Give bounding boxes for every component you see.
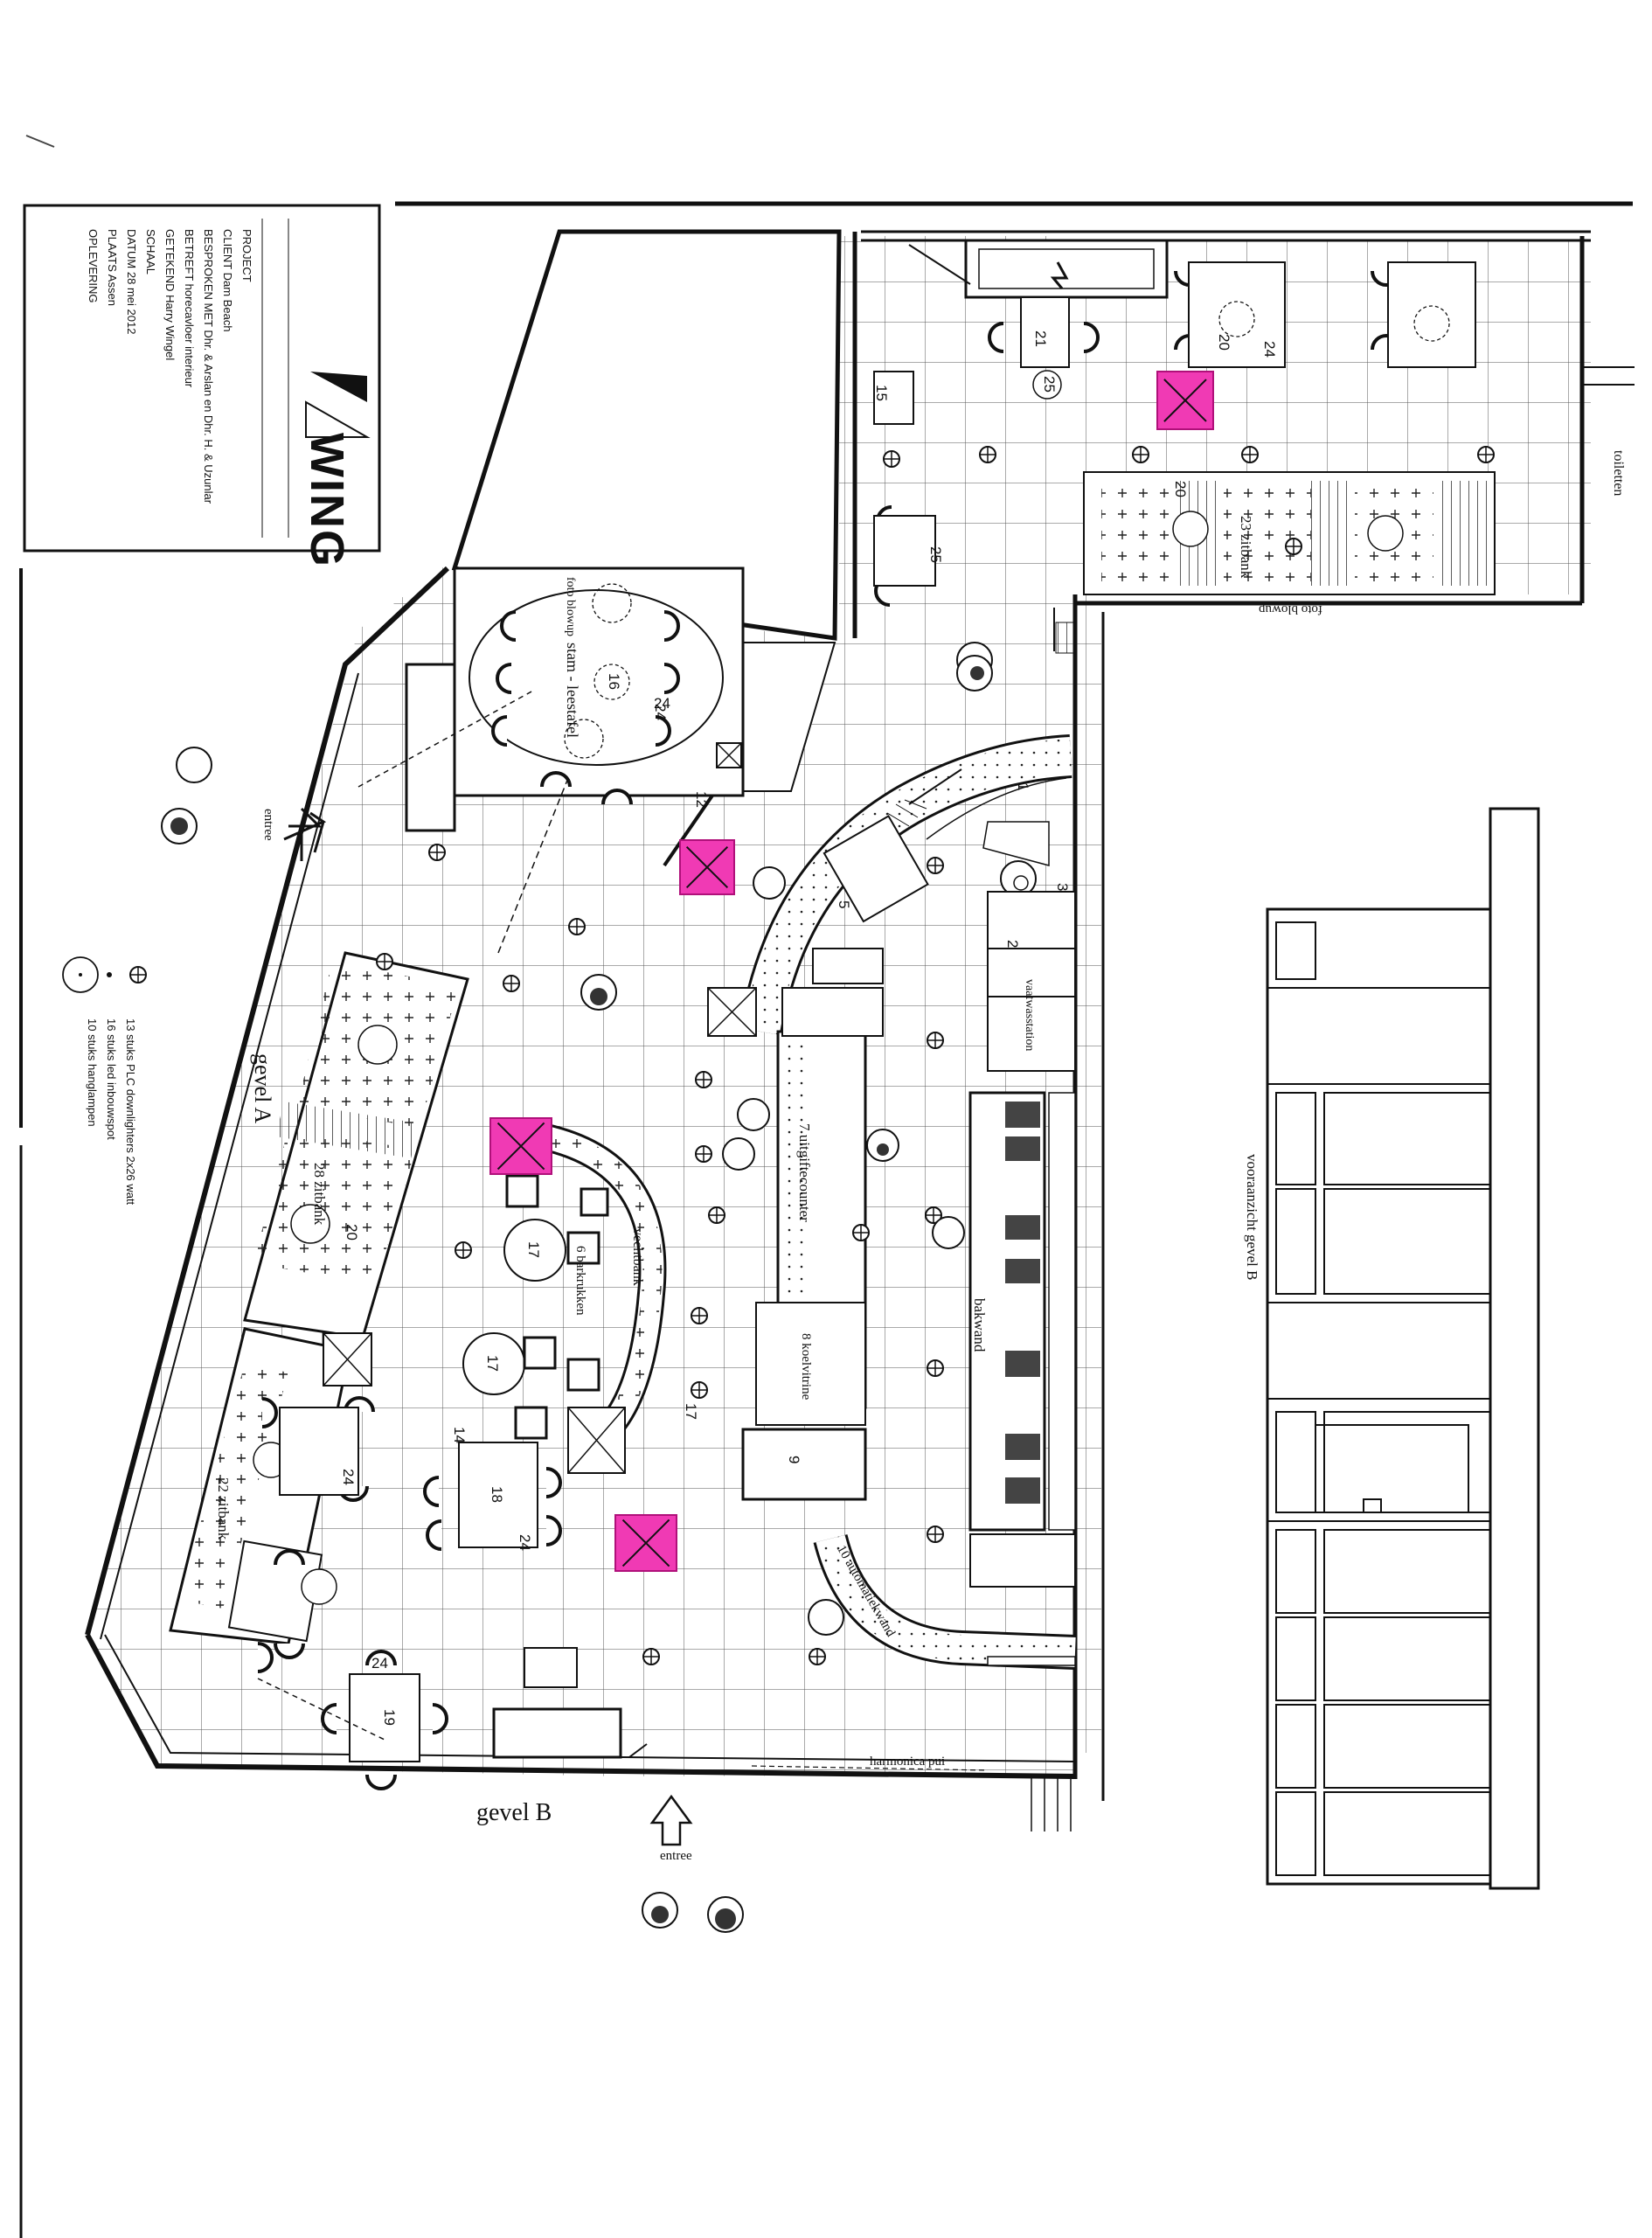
wall-bottom-inner <box>104 1634 1074 1762</box>
num-24f: 24 <box>371 1655 388 1672</box>
num-2: 2 <box>1004 940 1021 949</box>
num-15: 15 <box>873 385 890 401</box>
num-9: 9 <box>786 1456 802 1464</box>
label-zitbank-28: 28 zitbank <box>311 1163 328 1226</box>
label-stam-leestafel: stam - leestafel <box>564 643 581 738</box>
num-12: 12 <box>693 791 710 808</box>
label-entree-bottom: entree <box>660 1849 692 1863</box>
legend-item-downlighters: 13 stuks PLC downlighters 2x26 watt <box>124 1018 137 1206</box>
num-25b: 25 <box>927 546 944 563</box>
tb-oplevering: OPLEVERING <box>87 229 100 303</box>
num-1: 1 <box>1015 782 1031 791</box>
label-vooraanzicht: vooraanzicht gevel B <box>1244 1154 1260 1281</box>
entree-arrow-top <box>283 811 327 853</box>
num-24c: 24 <box>654 695 670 712</box>
num-16: 16 <box>606 673 622 690</box>
tb-betreft: BETREFT horecavloer interieur <box>183 229 196 388</box>
num-3: 3 <box>1054 883 1071 892</box>
elevation-gevel-b <box>1266 807 1540 1890</box>
num-20c: 20 <box>344 1224 360 1241</box>
tb-schaal: SCHAAL <box>144 229 157 275</box>
pink-marker-4 <box>614 1514 677 1572</box>
legend-item-hanglampen: 10 stuks hanglampen <box>86 1018 99 1127</box>
num-24e: 24 <box>517 1534 533 1551</box>
label-vaatwasstation: vaatwasstation <box>1023 979 1036 1052</box>
tb-besproken: BESPROKEN MET Dhr. & Arslan en Dhr. H. &… <box>202 229 215 504</box>
pink-marker-3 <box>489 1117 552 1175</box>
num-14: 14 <box>451 1427 468 1443</box>
label-foto-blowup-1: foto blowup <box>564 577 577 637</box>
pink-marker-1 <box>1156 371 1214 430</box>
label-barkrukken: 6 barkrukken <box>573 1246 587 1316</box>
num-19: 19 <box>381 1709 398 1726</box>
label-gevel-b: gevel B <box>476 1799 552 1826</box>
label-toiletten: toiletten <box>1611 450 1626 497</box>
label-bakwand: bakwand <box>971 1298 988 1352</box>
label-foto-blowup-2: foto blowup <box>1259 602 1322 616</box>
num-17b: 17 <box>484 1355 501 1372</box>
num-25a: 25 <box>1041 376 1058 393</box>
label-uitgiftecounter: 7 uitgiftecounter <box>796 1123 813 1222</box>
label-gevel-a: gevel A <box>250 1053 275 1124</box>
wall-gevel-a-inner <box>100 672 359 1640</box>
num-17c: 17 <box>683 1403 699 1420</box>
entree-arrow-bottom <box>649 1794 693 1846</box>
num-17a: 17 <box>525 1241 542 1258</box>
num-5: 5 <box>836 900 852 909</box>
tb-client: CLIENT Dam Beach <box>221 229 234 332</box>
tb-project: PROJECT <box>240 229 253 282</box>
label-harmonica: harmonica pui <box>870 1755 946 1769</box>
num-18: 18 <box>489 1486 505 1503</box>
company-logo: WING <box>301 433 353 568</box>
num-20a: 20 <box>1216 334 1232 351</box>
num-21a: 21 <box>1032 330 1049 347</box>
tb-plaats: PLAATS Assen <box>106 229 119 306</box>
legend-item-led-spots: 16 stuks led inbouwspot <box>105 1018 118 1140</box>
pink-marker-2 <box>679 839 735 895</box>
label-zitbank-23: 23 zitbank <box>1238 516 1254 579</box>
downlighter-crosses <box>377 447 1494 1665</box>
label-zitbank-22: 22 zitbank <box>215 1477 232 1540</box>
tb-getekend: GETEKEND Harry Wingel <box>163 229 177 361</box>
wall-bottom <box>85 1633 1076 1779</box>
label-koelvitrine: 8 koelvitrine <box>799 1333 813 1400</box>
wall-gevel-a <box>85 566 450 1636</box>
num-20b: 20 <box>1172 481 1189 497</box>
scan-mark <box>25 135 55 148</box>
label-entree-top: entree <box>261 809 275 841</box>
tb-datum: DATUM 28 mei 2012 <box>125 229 138 335</box>
void-block <box>451 229 842 641</box>
label-vechtbank: vechtbank <box>630 1228 645 1286</box>
num-24a: 24 <box>1261 341 1278 358</box>
title-block-frame <box>23 204 381 553</box>
num-24d: 24 <box>340 1469 357 1485</box>
